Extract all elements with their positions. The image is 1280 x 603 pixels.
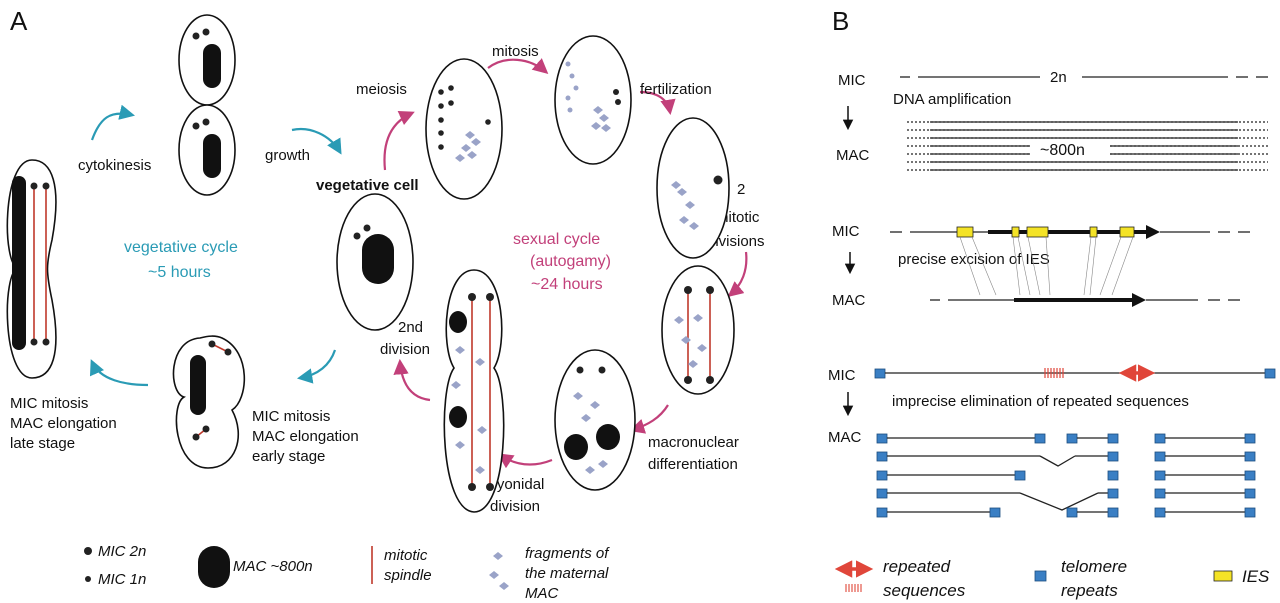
row1-mic: MIC xyxy=(838,72,866,89)
row3-mac: MAC xyxy=(828,429,862,446)
label-differentiation: differentiation xyxy=(648,456,738,473)
row3-mic: MIC xyxy=(828,367,856,384)
cell-daughter-bottom xyxy=(178,104,236,196)
row2-mac: MAC xyxy=(832,292,866,309)
row2-mic: MIC xyxy=(832,223,860,240)
panel-a-label: A xyxy=(10,6,28,36)
label-division: division xyxy=(490,498,540,515)
cell-mitosis xyxy=(554,35,632,165)
arrow-macronuclear xyxy=(629,404,669,434)
label-cytokinesis: cytokinesis xyxy=(78,157,151,174)
legend-ies: IES xyxy=(1242,567,1270,586)
row1-ploidy-mic: 2n xyxy=(1050,69,1067,86)
legend-spindle-2: spindle xyxy=(384,567,432,584)
vegetative-cycle-line1: vegetative cycle xyxy=(124,239,238,256)
cell-early-stage xyxy=(172,335,246,469)
label-meiosis: meiosis xyxy=(356,81,407,98)
row-imprecise-elimination: MIC imprecise elimination of repeated se… xyxy=(828,364,1276,446)
row1-mac: MAC xyxy=(836,147,870,164)
row-precise-excision: MIC precise excision of IES MAC xyxy=(832,223,1250,309)
label-vegetative-cell: vegetative cell xyxy=(316,177,419,194)
arrow-fertilization xyxy=(639,90,676,116)
arrow-cytokinesis xyxy=(90,104,136,141)
legend-fragments-1: fragments of xyxy=(525,545,610,562)
arrow-mitotic-divisions xyxy=(727,251,748,297)
legend-telomere-2: repeats xyxy=(1061,581,1118,600)
arrow-mitosis xyxy=(487,58,549,75)
cell-vegetative xyxy=(336,193,414,331)
label-2: 2 xyxy=(737,181,745,198)
arrow-meiosis xyxy=(383,111,415,171)
label-macronuclear: macronuclear xyxy=(648,434,739,451)
sexual-cycle-line1: sexual cycle xyxy=(513,231,600,248)
cell-daughter-top xyxy=(178,14,236,106)
label-2nd: 2nd xyxy=(398,319,423,336)
sexual-cycle-line3: ~24 hours xyxy=(531,276,603,293)
row1-ploidy-mac: ~800n xyxy=(1040,142,1085,159)
mic-early-line3: early stage xyxy=(252,448,325,465)
legend-b: repeated sequences telomere repeats IES xyxy=(834,557,1270,600)
mic-late-line2: MAC elongation xyxy=(10,415,117,432)
arrow-growth xyxy=(291,128,342,155)
label-growth: growth xyxy=(265,147,310,164)
cell-late-stage xyxy=(6,159,57,379)
arrow-to-late xyxy=(89,359,149,387)
legend-telomere-1: telomere xyxy=(1061,557,1127,576)
row2-process: precise excision of IES xyxy=(898,251,1050,268)
legend-fragments-2: the maternal xyxy=(525,565,609,582)
arrow-2nd-division xyxy=(393,358,431,402)
legend-spindle-1: mitotic xyxy=(384,547,428,564)
label-divisions: divisions xyxy=(707,233,765,250)
cell-macronuclear xyxy=(554,349,636,491)
arrow-caryonidal xyxy=(497,453,553,469)
mac-fragments xyxy=(876,433,1256,518)
mic-late-line1: MIC mitosis xyxy=(10,395,88,412)
mic-late-line3: late stage xyxy=(10,435,75,452)
row-amplification: MIC 2n DNA amplification MAC xyxy=(836,69,1268,171)
legend-repeated-2: sequences xyxy=(883,581,966,600)
label-2nd-division: division xyxy=(380,341,430,358)
cell-caryonidal xyxy=(443,269,505,513)
legend-repeated-1: repeated xyxy=(883,557,951,576)
label-mitosis: mitosis xyxy=(492,43,539,60)
vegetative-cycle-line2: ~5 hours xyxy=(148,264,211,281)
mic-early-line2: MAC elongation xyxy=(252,428,359,445)
cell-mitotic-divisions xyxy=(661,265,735,395)
legend-a: MIC 2n MIC 1n MAC ~800n mitotic spindle … xyxy=(84,543,610,602)
row3-process: imprecise elimination of repeated sequen… xyxy=(892,393,1189,410)
legend-fragments-3: MAC xyxy=(525,585,559,602)
legend-mic2n: MIC 2n xyxy=(98,543,146,560)
arrow-to-early xyxy=(296,349,337,384)
row1-process: DNA amplification xyxy=(893,91,1011,108)
amplified-lines xyxy=(907,121,1268,171)
legend-mac: MAC ~800n xyxy=(233,558,313,575)
label-fertilization: fertilization xyxy=(640,81,712,98)
cell-meiosis xyxy=(425,58,503,200)
mic-early-line1: MIC mitosis xyxy=(252,408,330,425)
legend-mic1n: MIC 1n xyxy=(98,571,146,588)
sexual-cycle-line2: (autogamy) xyxy=(530,253,611,270)
cell-fertilization xyxy=(656,117,730,259)
panel-b-label: B xyxy=(832,6,849,36)
